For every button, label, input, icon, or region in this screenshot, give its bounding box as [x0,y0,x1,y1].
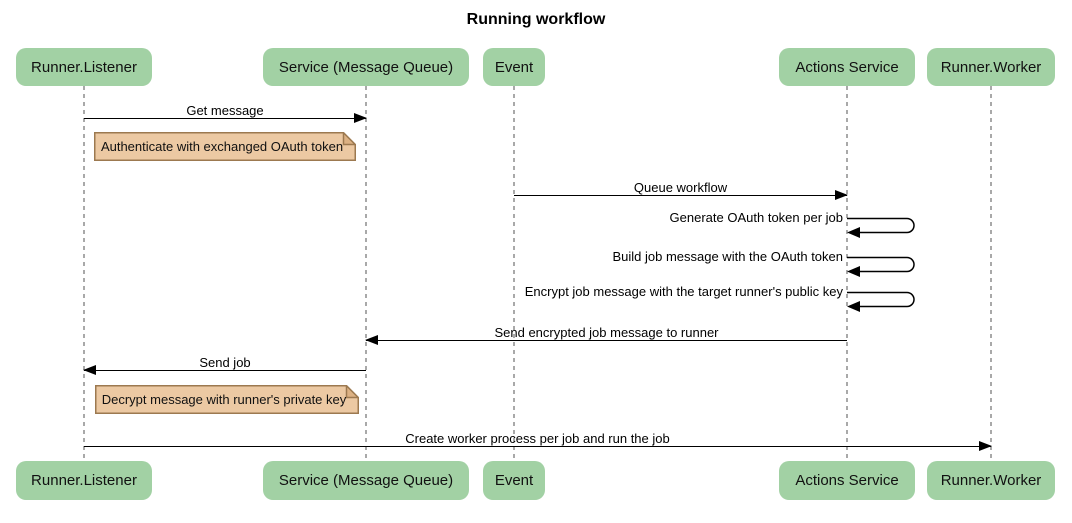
actor-runner-listener-bottom: Runner.Listener [16,461,152,500]
message-label: Create worker process per job and run th… [405,431,670,446]
actor-label: Event [494,472,534,489]
message-arrow-line [365,334,847,345]
lifeline-actions-service [846,86,848,461]
actor-runner-worker-top: Runner.Worker [927,48,1055,86]
actor-label: Runner.Worker [940,472,1042,489]
arrowhead-left-icon [365,334,378,345]
arrowhead-right-icon [835,189,848,200]
message-label: Queue workflow [633,180,728,195]
lifeline-service-message-queue [365,86,367,461]
actor-label: Service (Message Queue) [278,472,454,489]
actor-actions-service-top: Actions Service [779,48,915,86]
actor-label: Service (Message Queue) [278,58,454,76]
self-message-generate-oauth-token: Generate OAuth token per job [669,210,843,225]
actor-service-message-queue-top: Service (Message Queue) [263,48,469,86]
lifeline-runner-worker [990,86,992,461]
actor-label: Event [494,58,534,76]
actor-label: Runner.Worker [940,58,1042,76]
actor-label: Actions Service [795,58,899,76]
message-queue-workflow: Queue workflow [514,180,848,200]
actor-event-bottom: Event [483,461,545,500]
message-arrow-line [84,440,992,451]
self-loop-arrow-icon [847,256,915,277]
self-message-build-job-message: Build job message with the OAuth token [612,249,843,264]
diagram-title: Running workflow [466,11,606,28]
self-message-encrypt-job-message: Encrypt job message with the target runn… [524,284,843,299]
note-text: Decrypt message with runner's private ke… [102,392,347,407]
arrowhead-right-icon [354,112,367,123]
note-body [95,385,359,414]
actor-label: Runner.Listener [31,58,137,76]
note-text: Authenticate with exchanged OAuth token [101,139,343,154]
note-decrypt-message: Decrypt message with runner's private ke… [95,385,359,414]
message-arrow-line [84,112,367,123]
arrowhead-right-icon [979,440,992,451]
message-send-encrypted-job-message: Send encrypted job message to runner [365,325,847,345]
message-get-message: Get message [84,103,367,123]
arrowhead-left-icon [83,364,96,375]
message-arrow-line [514,189,848,200]
actor-runner-worker-bottom: Runner.Worker [927,461,1055,500]
lifeline-event [513,86,515,461]
lifeline-runner-listener [83,86,85,461]
actor-runner-listener-top: Runner.Listener [16,48,152,86]
message-arrow-line [83,364,366,375]
actor-label: Runner.Listener [31,472,137,489]
self-loop-arrow-icon [847,217,915,238]
actor-service-message-queue-bottom: Service (Message Queue) [263,461,469,500]
message-label: Get message [186,103,264,118]
message-create-worker-process: Create worker process per job and run th… [84,431,992,451]
self-loop-arrow-icon [847,291,915,312]
note-fold-icon [342,132,356,146]
message-label: Send encrypted job message to runner [494,325,719,340]
note-authenticate-oauth: Authenticate with exchanged OAuth token [94,132,356,161]
note-body [94,132,356,161]
actor-label: Actions Service [795,472,899,489]
note-fold-icon [345,385,359,399]
message-send-job: Send job [83,355,366,375]
actor-event-top: Event [483,48,545,86]
message-label: Send job [199,355,251,370]
actor-actions-service-bottom: Actions Service [779,461,915,500]
